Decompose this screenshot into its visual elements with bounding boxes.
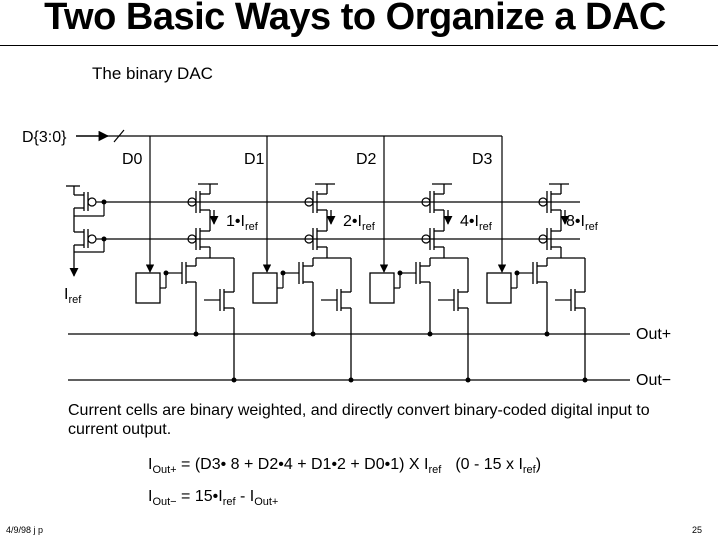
reference-mirror — [66, 185, 107, 277]
bit-label-d1: D1 — [244, 151, 265, 168]
bit-label-d3: D3 — [472, 151, 493, 168]
equation-iout-plus: IOut+ = (D3• 8 + D2•4 + D1•2 + D0•1) X I… — [148, 456, 542, 476]
page-title: Two Basic Ways to Organize a DAC — [44, 0, 666, 38]
weight-label-2: 2•Iref — [343, 213, 376, 233]
current-cell-4 — [486, 183, 588, 383]
out-plus-label: Out+ — [636, 326, 671, 343]
footer-date: 4/9/98 j p — [6, 525, 44, 535]
equation-iout-minus: IOut− = 15•Iref - IOut+ — [148, 488, 279, 508]
bit-label-d2: D2 — [356, 151, 377, 168]
out-minus-label: Out− — [636, 372, 671, 389]
description: Current cells are binary weighted, and d… — [68, 402, 650, 438]
bus-label: D{3:0} — [22, 129, 67, 146]
title-divider — [0, 45, 718, 46]
weight-label-1: 1•Iref — [226, 213, 259, 233]
weight-label-4: 4•Iref — [460, 213, 493, 233]
subtitle: The binary DAC — [92, 64, 213, 83]
current-cell-1 — [135, 183, 237, 383]
bus-slash — [113, 129, 125, 143]
binary-dac-schematic: D{3:0} D0 D1 D2 D3 Out+ Out− — [22, 129, 671, 389]
bit-label-d0: D0 — [122, 151, 143, 168]
page-number: 25 — [692, 525, 703, 535]
iref-label: Iref — [64, 286, 82, 306]
current-cell-3 — [369, 183, 471, 383]
current-cell-2 — [252, 183, 354, 383]
weight-label-8: 8•Iref — [566, 213, 599, 233]
